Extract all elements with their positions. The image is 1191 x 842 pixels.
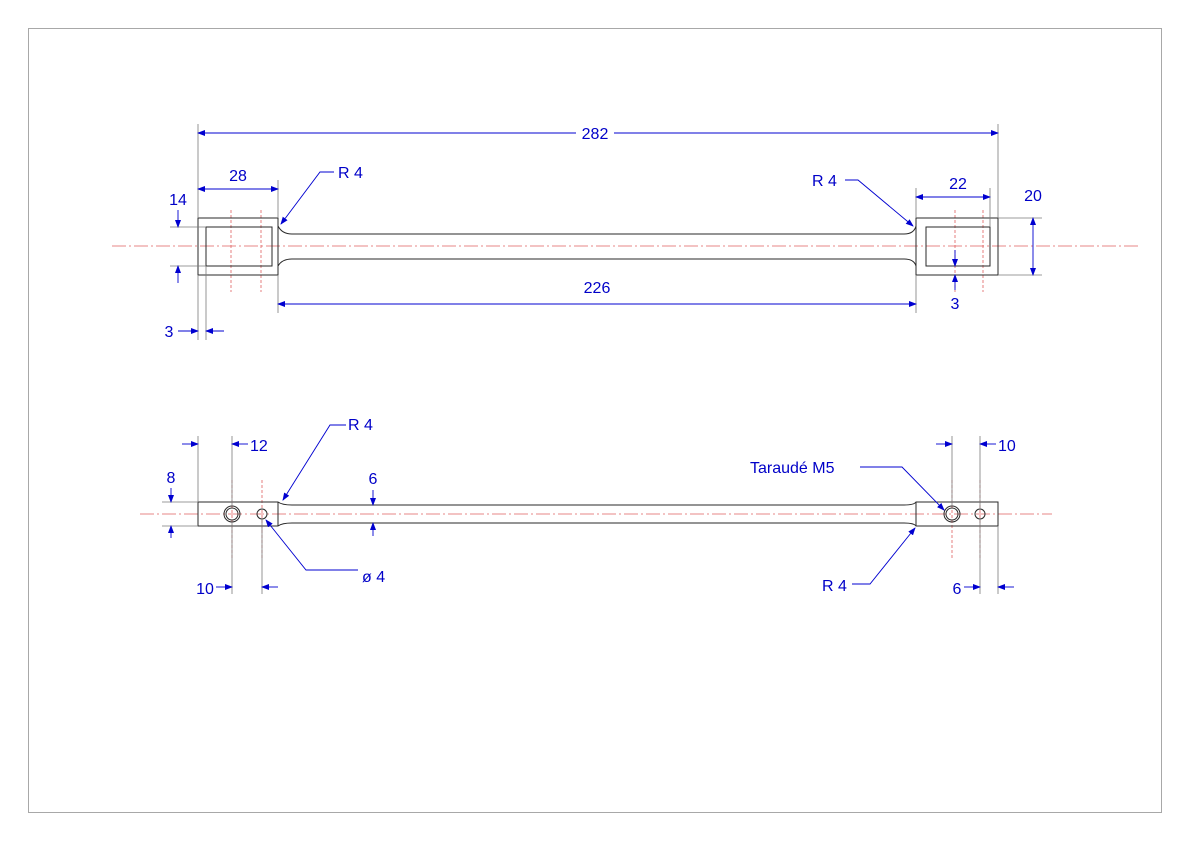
leader-r4-right <box>845 179 914 227</box>
dim-wall-left: 3 <box>165 324 174 341</box>
dim-right-radius: R 4 <box>812 173 837 190</box>
leader-r4-left <box>280 171 334 225</box>
dim-height-20: 20 <box>1024 188 1042 205</box>
front-view: R 4 12 10 8 6 Taraudé M5 ø 4 1 <box>140 417 1052 598</box>
drawing-frame <box>28 28 1162 813</box>
dim-right-offset-6: 6 <box>953 581 962 598</box>
dim-hole-spacing-12: 12 <box>250 438 268 455</box>
leader-tapped <box>860 466 945 511</box>
left-end-block <box>197 217 279 276</box>
dim-overall-length: 282 <box>582 126 609 143</box>
dim-body-length: 226 <box>584 280 611 297</box>
dim-left-offset-10: 10 <box>196 581 214 598</box>
left-hole-large-inner <box>225 507 239 521</box>
leader-diameter <box>265 519 358 571</box>
dim-right-end-width: 22 <box>949 176 967 193</box>
dim-front-left-radius: R 4 <box>348 417 373 434</box>
dim-left-radius: R 4 <box>338 165 363 182</box>
dim-wall-right: 3 <box>951 296 960 313</box>
right-tapped-hole-inner <box>945 507 959 521</box>
leader-r4-front-right <box>852 527 916 585</box>
label-bg <box>576 123 614 143</box>
dim-thickness-6: 6 <box>369 471 378 488</box>
right-slot <box>925 226 991 267</box>
dim-front-right-radius: R 4 <box>822 578 847 595</box>
leader-r4-front-left <box>282 424 346 501</box>
dim-left-end-width: 28 <box>229 168 247 185</box>
dim-right-offset-10: 10 <box>998 438 1016 455</box>
left-slot <box>205 226 273 267</box>
rod-body-outline <box>277 225 917 267</box>
dim-height-8: 8 <box>167 470 176 487</box>
top-view: 282 28 R 4 R 4 22 14 20 226 <box>112 123 1138 341</box>
dim-hole-diameter: ø 4 <box>362 569 385 586</box>
dim-slot-14: 14 <box>169 192 187 209</box>
label-tapped-m5: Taraudé M5 <box>750 460 835 477</box>
